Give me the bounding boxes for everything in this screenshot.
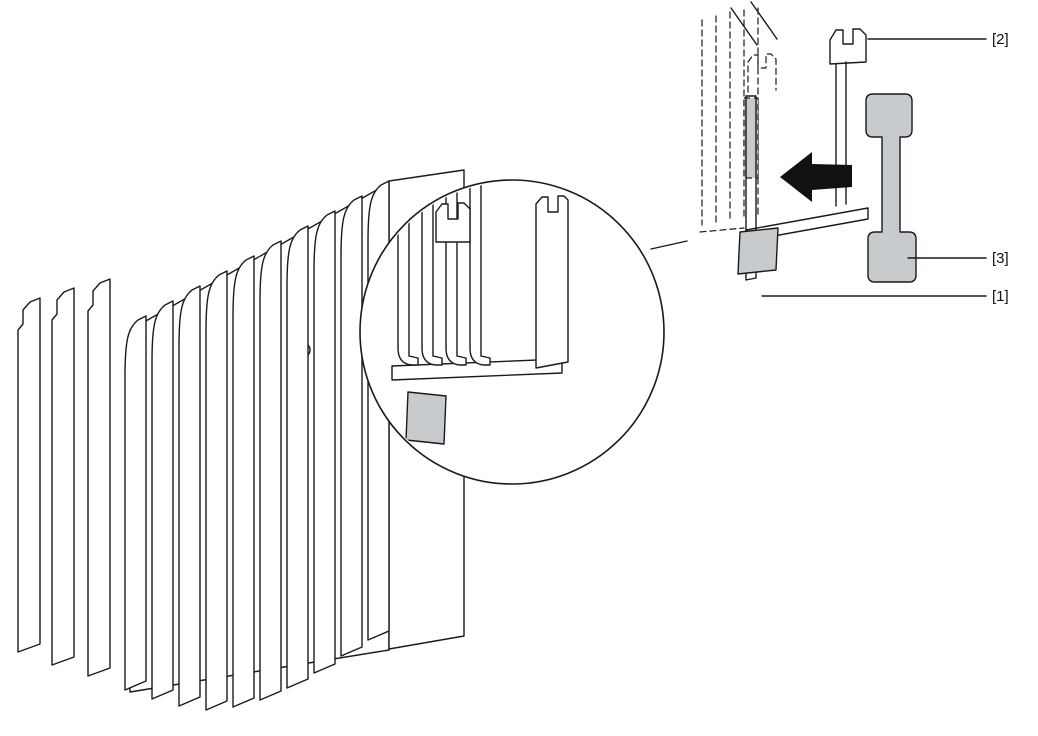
retaining-tab <box>405 391 447 445</box>
fin <box>124 315 147 691</box>
fin <box>151 300 174 700</box>
fin <box>313 210 336 674</box>
detail-base-plate <box>745 207 869 242</box>
exploded-detail-view <box>699 1 917 283</box>
fin <box>340 195 363 657</box>
fin-1-outline <box>745 95 757 281</box>
front-fin-stepped <box>17 297 41 653</box>
label-2: [2] <box>992 31 1009 48</box>
phantom-base-line <box>699 227 745 233</box>
zoom-fin <box>445 182 467 366</box>
front-fin-stepped <box>51 287 75 666</box>
clip-phantom-position <box>743 97 759 179</box>
phantom-castellated-top <box>747 53 777 93</box>
break-line <box>750 1 778 40</box>
fin <box>205 270 228 711</box>
clip-part-3 <box>865 93 917 283</box>
cooling-unit-drawing <box>17 169 465 711</box>
castellated-fin-top <box>435 202 471 243</box>
fin <box>286 225 309 689</box>
label-1: [1] <box>992 288 1009 305</box>
fin-2-castellated-top <box>829 28 867 65</box>
fin <box>232 255 255 708</box>
magnifier-outline <box>359 179 665 485</box>
callouts: [2] [3] [1] <box>761 31 1009 305</box>
insertion-direction-arrow-icon <box>780 152 852 202</box>
fin <box>259 240 282 701</box>
magnified-detail-circle <box>359 179 688 485</box>
front-fin-stepped <box>87 278 111 677</box>
fin <box>178 285 201 707</box>
end-wall-fin <box>535 195 569 369</box>
magnified-content <box>391 182 569 445</box>
fin-1-retaining-tab <box>737 227 779 275</box>
magnifier-connector-line <box>650 240 688 250</box>
label-3: [3] <box>992 250 1009 267</box>
zoom-fin <box>469 182 491 366</box>
